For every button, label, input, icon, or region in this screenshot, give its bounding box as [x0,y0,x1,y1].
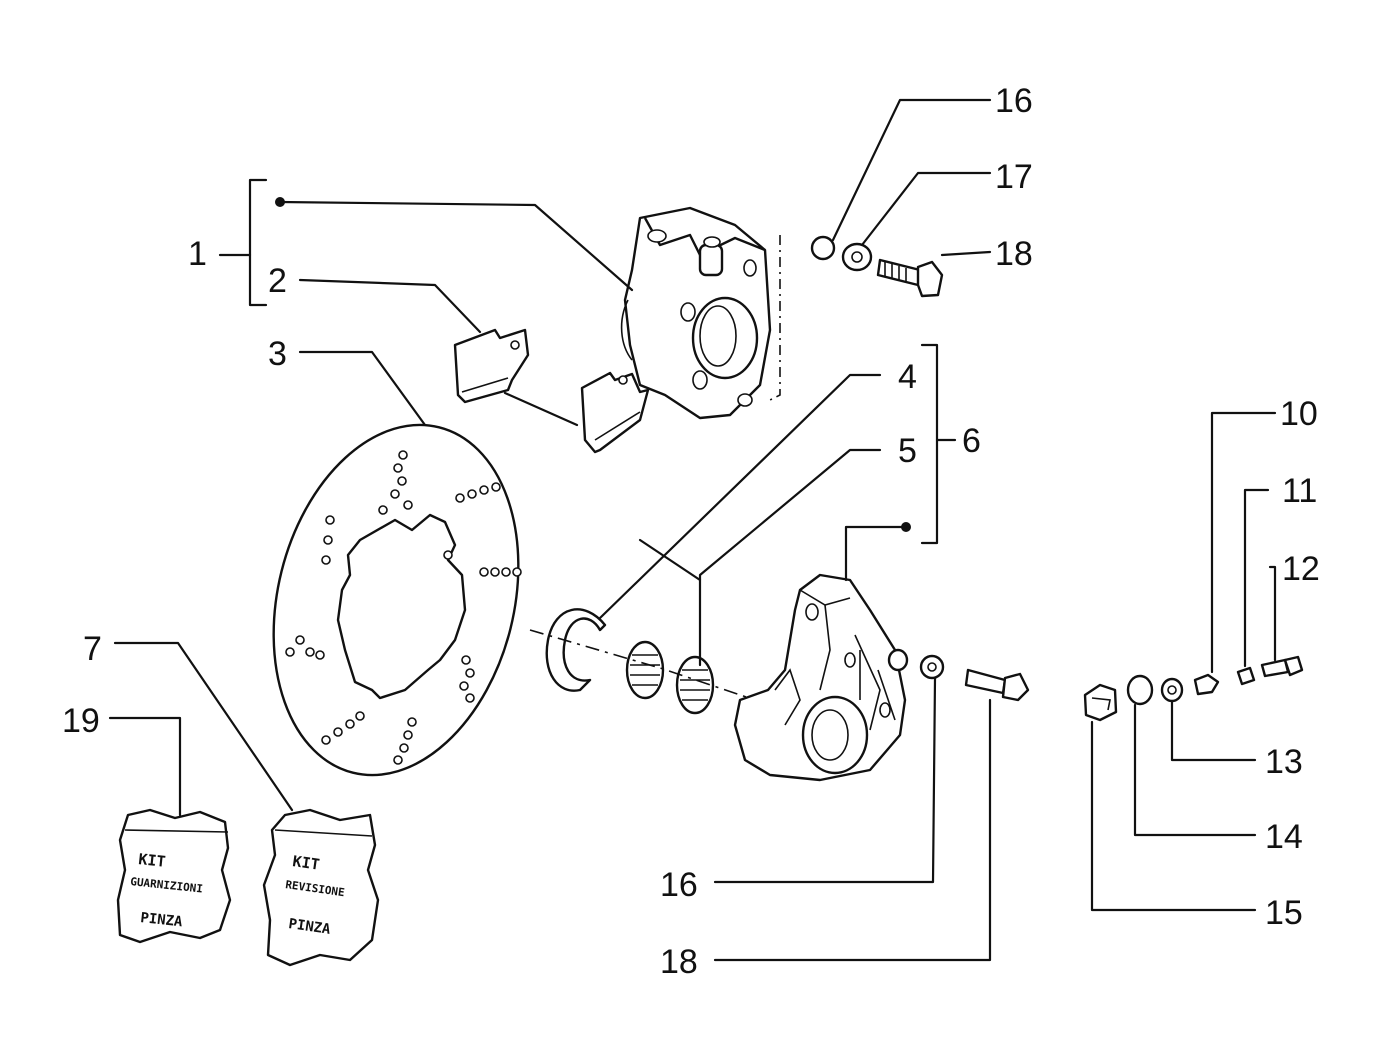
callout-14: 14 [1265,818,1303,856]
callout-18-bottom: 18 [660,943,698,981]
callout-4: 4 [898,358,917,396]
caliper-bracket [733,573,907,782]
callout-16-top: 16 [995,82,1033,120]
callout-16-bottom: 16 [660,866,698,904]
group-bracket-1 [218,178,634,307]
brake-disc [272,423,522,777]
kit-bag-right-line3: PINZA [287,916,332,938]
callout-15: 15 [1265,894,1303,932]
callout-2: 2 [268,262,287,300]
callout-10: 10 [1280,395,1318,433]
bracket-bolt-set [887,648,1030,702]
kit-bag-overhaul: KIT REVISIONE PINZA [262,808,380,967]
pistons [625,640,715,715]
callout-18-top: 18 [995,235,1033,273]
leader-lines [108,98,1277,962]
caliper-body [620,206,781,420]
callout-17: 17 [995,158,1033,196]
kit-bag-left-line3: PINZA [140,910,184,930]
kit-bag-gaskets: KIT GUARNIZIONI PINZA [116,808,232,944]
callout-12: 12 [1282,550,1320,588]
callout-3: 3 [268,335,287,373]
kit-bag-right-line1: KIT [291,852,320,874]
caliper-bolt-set [810,235,944,298]
callout-7: 7 [83,630,102,668]
callout-13: 13 [1265,743,1303,781]
group-bracket-6 [844,343,957,582]
callout-5: 5 [898,432,917,470]
callout-19: 19 [62,702,100,740]
callout-1: 1 [188,235,207,273]
bleed-valve-parts [1083,655,1304,722]
brake-pads [453,328,650,454]
callout-numbers: 1 2 3 4 5 6 7 19 16 17 18 10 11 12 13 14… [62,82,1320,981]
kit-bag-left-line1: KIT [138,850,167,871]
callout-6: 6 [962,422,981,460]
callout-11: 11 [1282,472,1317,510]
seal-ring [545,608,607,692]
